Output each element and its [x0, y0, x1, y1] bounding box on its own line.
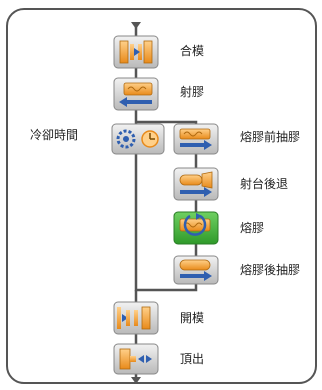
- step-label-carriage-back: 射台後退: [240, 177, 289, 191]
- step-label-mold-close: 合模: [180, 44, 205, 58]
- carriage-back-icon[interactable]: [173, 167, 219, 201]
- suck-back-after-icon[interactable]: [173, 255, 219, 285]
- step-label-suck-back-after: 熔膠後抽膠: [240, 263, 301, 277]
- mold-open-icon[interactable]: [113, 301, 159, 335]
- step-label-ejector: 頂出: [180, 352, 205, 366]
- cooling-time-label: 冷卻時間: [30, 128, 79, 142]
- connector-lines: [134, 22, 198, 384]
- step-label-plasticizing: 熔膠: [240, 221, 265, 235]
- plasticizing-icon[interactable]: [173, 211, 219, 245]
- ejector-icon[interactable]: [113, 343, 159, 375]
- suck-back-before-icon[interactable]: [173, 123, 219, 155]
- step-label-suck-back-before: 熔膠前抽膠: [240, 130, 301, 144]
- injection-icon[interactable]: [113, 77, 159, 111]
- connector-arrowheads: [131, 22, 141, 384]
- diagram-frame: [6, 8, 317, 384]
- step-label-injection: 射膠: [180, 85, 205, 99]
- mold-close-icon[interactable]: [113, 35, 159, 69]
- step-label-mold-open: 開模: [180, 311, 205, 325]
- cooling-timer-icon[interactable]: [111, 123, 165, 155]
